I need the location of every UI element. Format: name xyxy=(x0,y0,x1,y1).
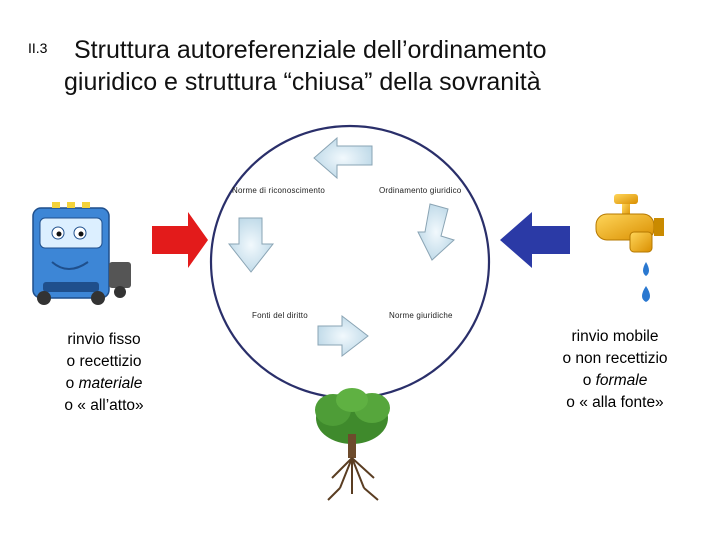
left-caption-line-1: rinvio fisso xyxy=(67,331,141,348)
left-caption-line-3: o materiale xyxy=(65,375,143,392)
left-caption: rinvio fisso o recettizio o materiale o … xyxy=(44,329,164,417)
label-norme-giuridiche: Norme giuridiche xyxy=(389,311,453,320)
slide-title: Struttura autoreferenziale dell’ordiname… xyxy=(64,34,684,98)
right-caption-line-1: rinvio mobile xyxy=(571,328,659,345)
label-ordinamento-giuridico: Ordinamento giuridico xyxy=(379,186,462,195)
label-norme-riconoscimento: Norme di riconoscimento xyxy=(232,186,326,195)
cycle-arrow-left xyxy=(227,217,275,273)
left-caption-line-2: o recettizio xyxy=(66,353,142,370)
title-line-2: giuridico e struttura “chiusa” della sov… xyxy=(64,68,541,96)
red-arrow xyxy=(152,212,208,268)
right-caption-line-4: o « alla fonte» xyxy=(566,394,664,411)
label-fonti-diritto: Fonti del diritto xyxy=(252,311,308,320)
cycle-arrow-right xyxy=(417,203,455,261)
left-caption-line-4: o « all’atto» xyxy=(64,397,144,414)
right-caption-line-3: o formale xyxy=(582,372,648,389)
cycle-arrow-top xyxy=(313,136,373,180)
tree-icon xyxy=(315,388,390,501)
water-drop-icon xyxy=(642,262,650,302)
tap-icon xyxy=(595,194,664,253)
title-line-1: Struttura autoreferenziale dell’ordiname… xyxy=(74,36,547,64)
cycle-arrow-bottom xyxy=(317,314,369,358)
blue-arrow xyxy=(500,212,570,268)
right-caption: rinvio mobile o non recettizio o formale… xyxy=(548,326,682,414)
right-caption-line-2: o non recettizio xyxy=(562,350,668,367)
slide-number: II.3 xyxy=(28,40,48,56)
truck-icon xyxy=(32,202,131,305)
